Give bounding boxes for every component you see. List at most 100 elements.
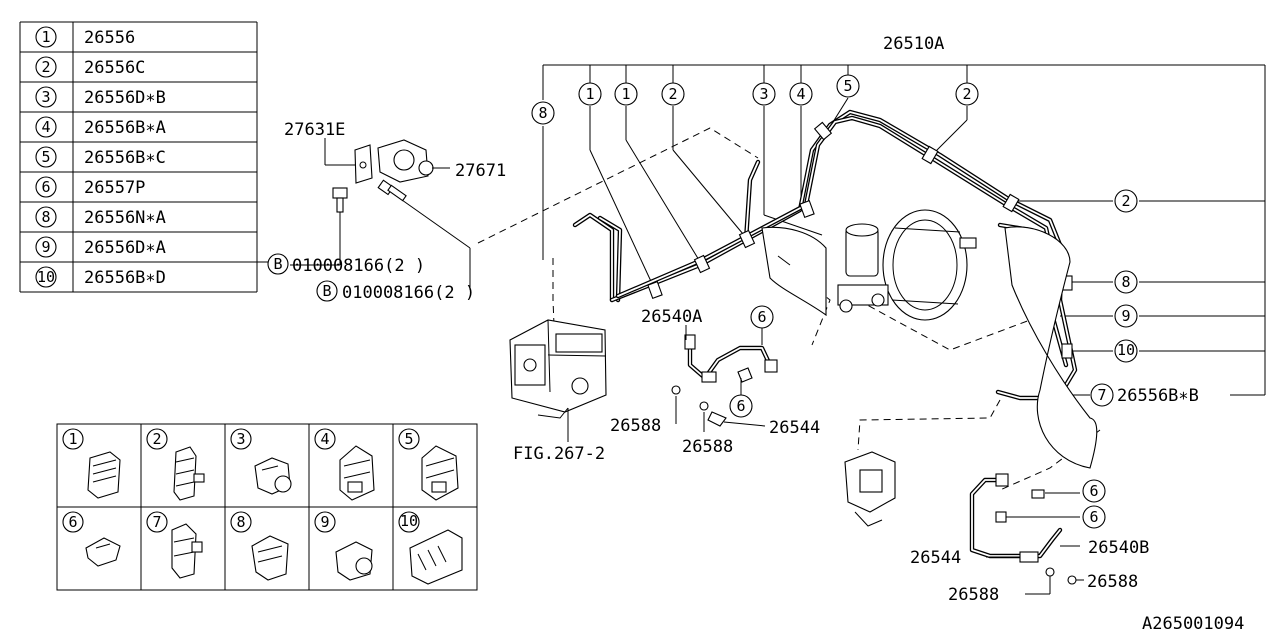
legend-part-number: 26556D∗A [84,238,166,258]
clip-cell: 1 [62,428,121,499]
clip-1-icon [87,451,121,499]
legend-row: 8 26556N∗A [35,206,166,228]
booster-shield-icon [1004,226,1098,469]
clip-key: 9 [320,513,329,531]
abs-hydraulic-unit [509,319,607,419]
rear-caliper-icon [844,451,896,527]
diagram-id: A265001094 [1142,614,1244,634]
callout-number: 2 [1121,192,1130,210]
clip-7-icon [171,523,203,579]
figure-reference: FIG.267-2 [513,444,605,464]
master-cylinder-icon [837,223,889,313]
clip-key: 2 [152,430,161,448]
legend-row: 1 26556 [35,26,135,48]
bolt-part-label: 010008166(2 ) [342,283,475,303]
clip-6-icon [85,537,121,567]
callout-number: 2 [668,85,677,103]
callout-number: 2 [962,85,971,103]
clip-cell: 10 [398,511,463,585]
rear-brake-assembly [844,451,1084,595]
legend-part-number: 26556D∗B [84,88,166,108]
callout-number: 4 [796,85,805,103]
bolt-icon [332,187,348,213]
brake-booster-icon [882,209,977,321]
clip-3-icon [254,457,292,495]
legend-part-number: 26556B∗D [84,268,166,288]
callout-number: 3 [759,85,768,103]
clip-key: 4 [320,430,329,448]
clip-cell: 8 [230,511,289,581]
bolt-marker: B [322,282,331,300]
legend-part-number: 26557P [84,178,145,198]
clip-8-icon [251,535,289,581]
legend-key: 5 [41,148,50,166]
bracket-label: 27631E [284,120,345,140]
legend-key: 9 [41,238,50,256]
callout-number: 6 [1089,508,1098,526]
part-labels: 26510A 27631E 27671 B 010008166(2 ) B 01… [267,34,1244,634]
legend-row: 3 26556D∗B [35,86,166,108]
bolt-label: 26544 [910,548,961,568]
legend-row: 10 26556B∗D [35,266,166,288]
legend-key: 10 [37,268,55,286]
bolt-label: 26544 [769,418,820,438]
legend-key: 3 [41,88,50,106]
legend-key: 2 [41,58,50,76]
callout-number: 9 [1121,307,1130,325]
legend-part-number: 26556B∗A [84,118,166,138]
clip-key: 6 [68,513,77,531]
clip-cell: 9 [314,511,373,581]
legend-key: 4 [41,118,50,136]
clip-cell: 4 [314,428,375,501]
clip-4-icon [339,445,375,501]
abs-unit-icon [509,319,607,419]
front-flex-hose [671,325,778,432]
legend-row: 4 26556B∗A [35,116,166,138]
clip-10-icon [409,529,463,585]
bolt-marker: B [273,255,282,273]
clip-cell: 2 [146,428,205,501]
washer-label: 26588 [682,437,733,457]
callout-number: 6 [1089,482,1098,500]
valve-icon [377,139,434,183]
clip-2-icon [173,446,205,501]
legend-key: 8 [41,208,50,226]
clip-key: 3 [236,430,245,448]
bolt-part-label: 010008166(2 ) [292,256,425,276]
bracket-icon [354,144,373,184]
heat-shield-icon [761,226,827,317]
callouts: 8 1 1 2 3 4 5 2 2 8 9 10 7 6 6 6 6 [531,74,1138,529]
callout-number: 6 [736,397,745,415]
legend-row: 5 26556B∗C [35,146,166,168]
main-pipe-kit-label: 26510A [883,34,944,54]
front-hose-label: 26540A [641,307,702,327]
callout-number: 1 [621,85,630,103]
legend-row: 6 26557P [35,176,145,198]
legend-part-number: 26556N∗A [84,208,166,228]
clip-cell: 7 [146,511,203,579]
leader-lines [542,64,1266,396]
callout-number: 7 [1097,386,1106,404]
proportioning-valve-group [290,138,471,290]
legend-part-number: 26556 [84,28,135,48]
clip-5-icon [421,445,459,501]
clip-7-part-label: 26556B∗B [1117,386,1199,406]
callout-number: 6 [757,308,766,326]
callout-number: 8 [538,104,547,122]
clip-cell: 5 [398,428,459,501]
valve-label: 27671 [455,161,506,181]
washer-label: 26588 [948,585,999,605]
legend-row: 2 26556C [35,56,145,78]
legend-part-number: 26556B∗C [84,148,166,168]
clip-cell: 3 [230,428,292,495]
callout-number: 10 [1117,341,1135,359]
legend-row: 9 26556D∗A [35,236,166,258]
brake-booster-assembly [761,209,1098,469]
clip-9-icon [335,541,373,581]
clip-key: 5 [404,430,413,448]
clip-key: 7 [152,513,161,531]
callout-number: 1 [585,85,594,103]
rear-hose-label: 26540B [1088,538,1149,558]
callout-number: 8 [1121,273,1130,291]
